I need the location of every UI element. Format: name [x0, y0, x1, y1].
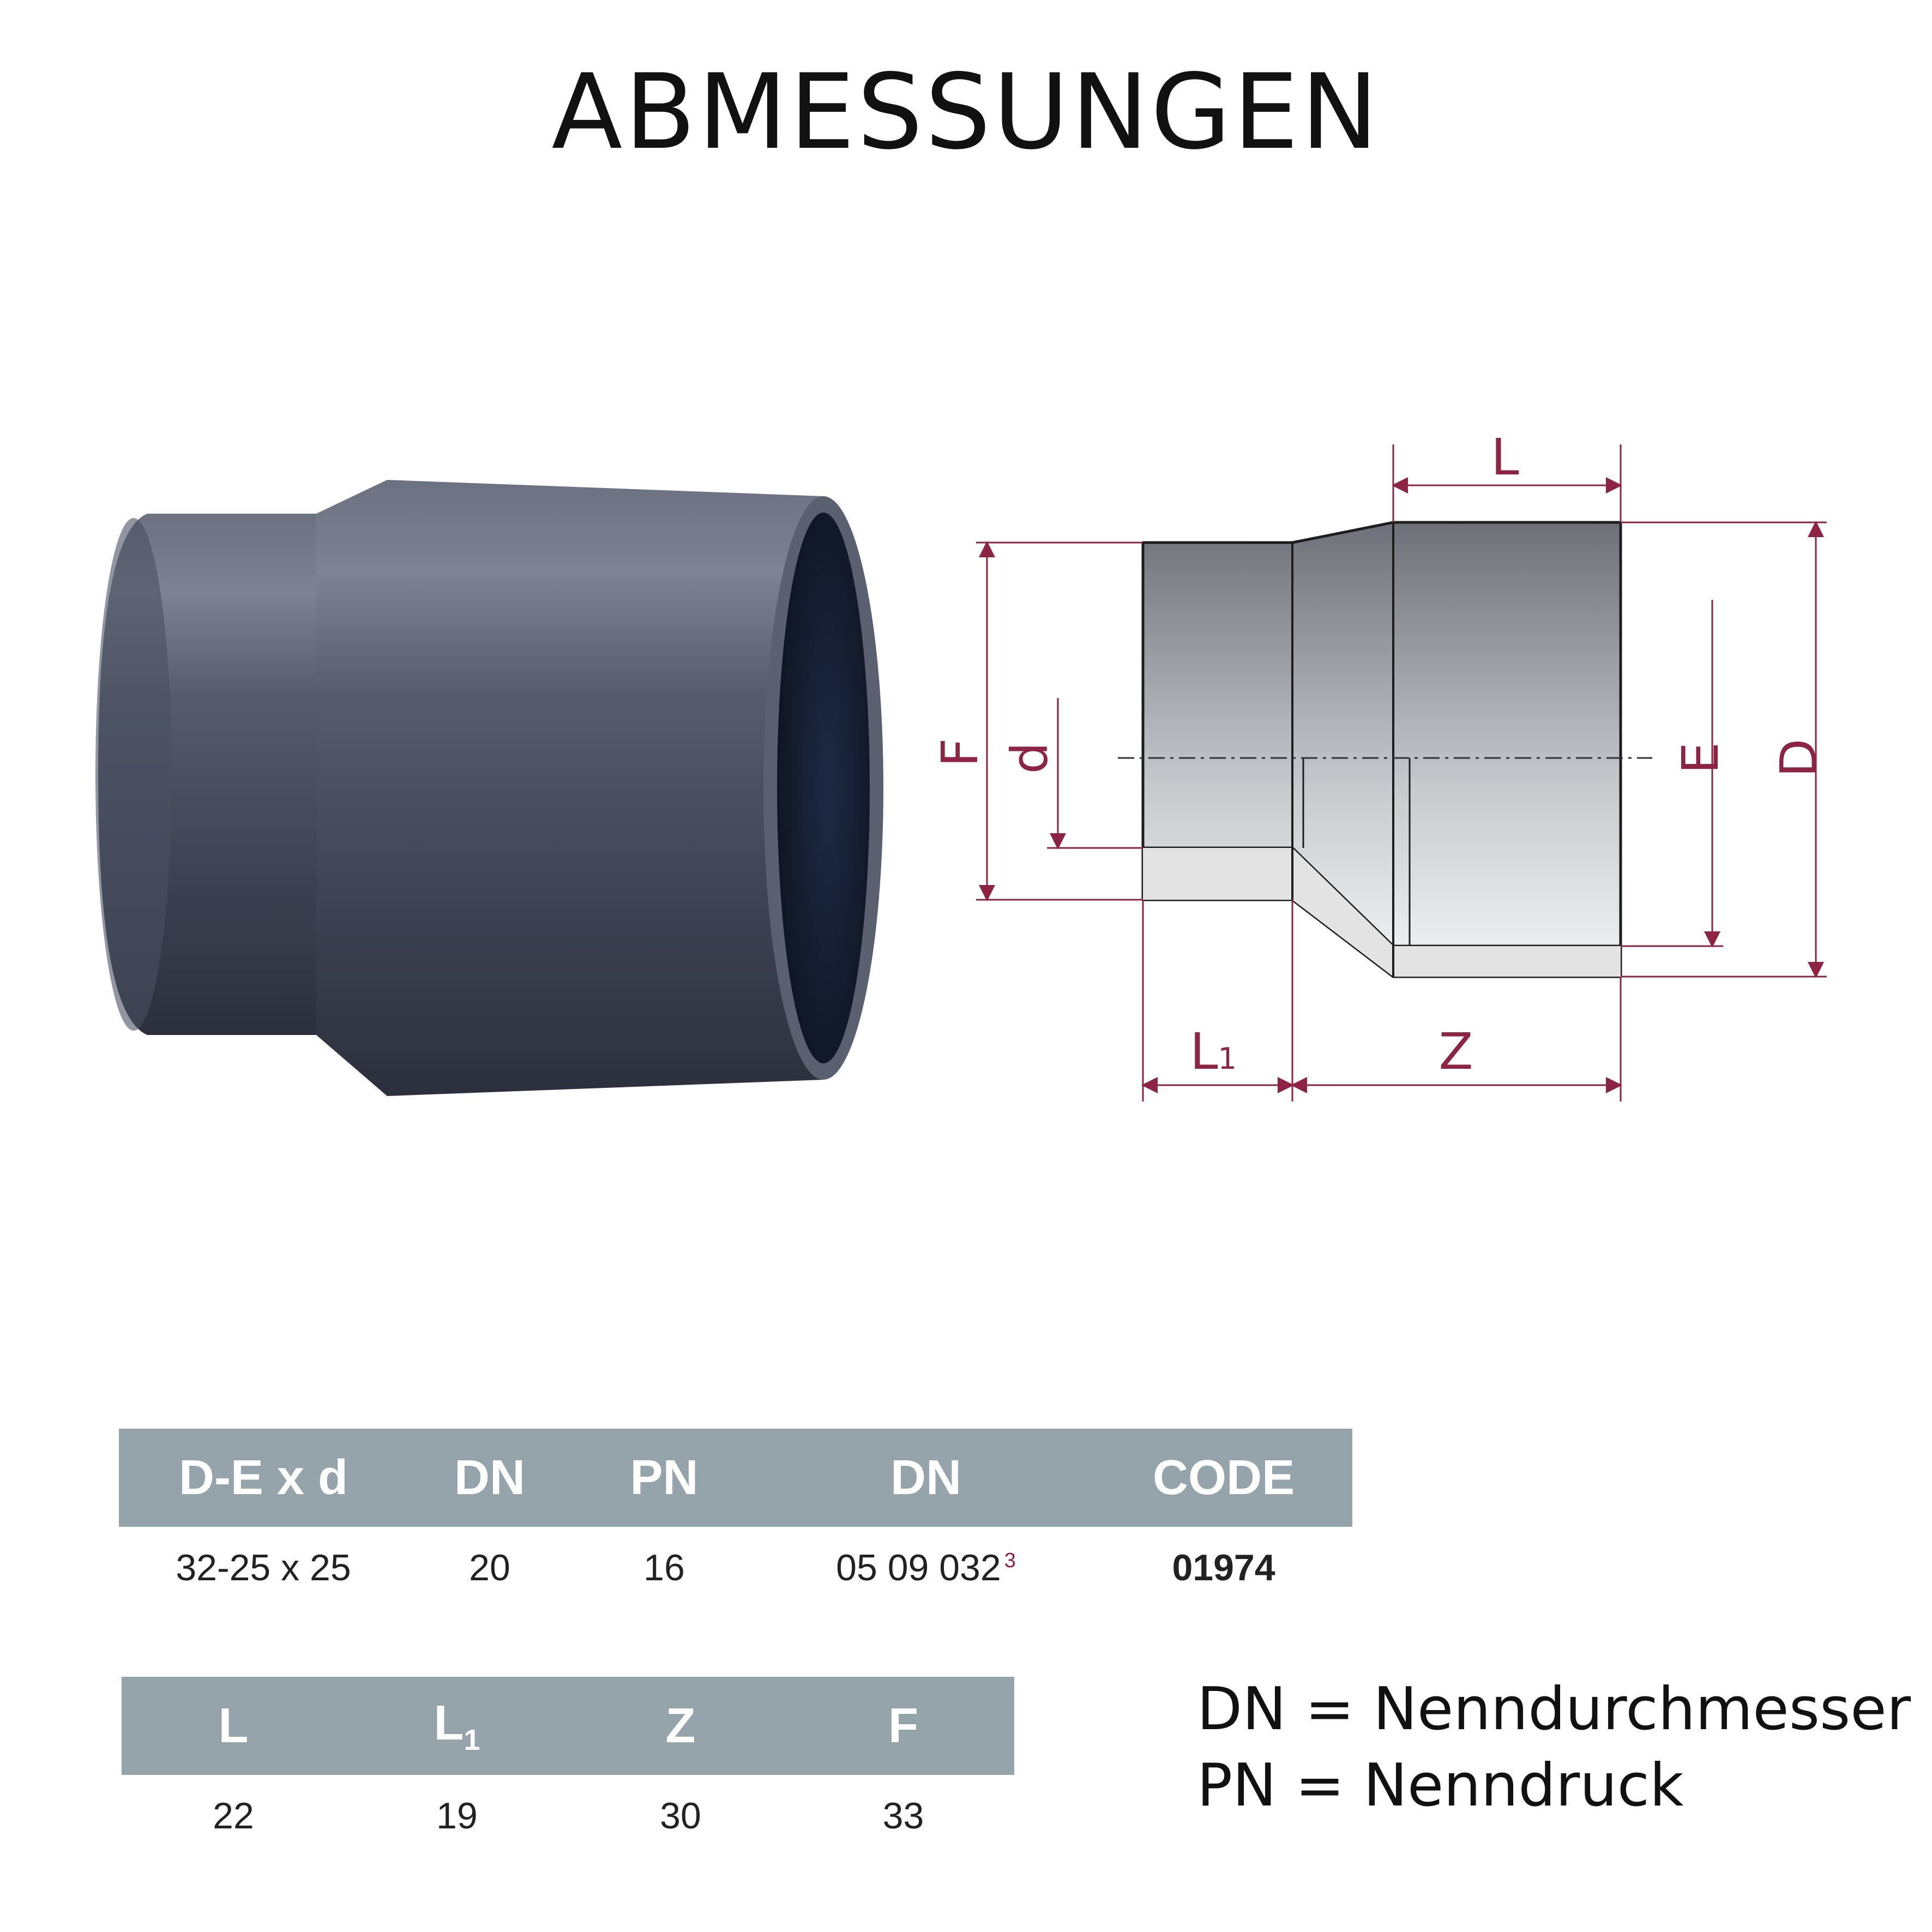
header-Z: Z	[569, 1677, 792, 1775]
dimensions-table: L L1 Z F 22 19 30 33	[122, 1677, 1014, 1857]
product-photo	[95, 480, 883, 1096]
header-L: L	[122, 1677, 345, 1775]
label-L1: L1	[1190, 1022, 1237, 1081]
dimension-lines	[976, 444, 1827, 1102]
large-end-body	[387, 480, 823, 1096]
label-D: D	[1770, 739, 1828, 778]
label-F: F	[931, 738, 989, 767]
abbreviation-legend: DN = Nenndurchmesser PN = Nenndruck	[1197, 1671, 1911, 1824]
spec-table: D-E x d DN PN DN CODE 32-25 x 25 20 16 0…	[119, 1429, 1352, 1609]
dimension-labels: L L1 Z F d E D	[931, 428, 1828, 1081]
spec-table-header: D-E x d DN PN DN CODE	[119, 1429, 1352, 1527]
legend-dn: DN = Nenndurchmesser	[1197, 1675, 1911, 1743]
label-d: d	[1001, 742, 1059, 774]
label-L: L	[1491, 428, 1519, 486]
legend-pn: PN = Nenndruck	[1197, 1752, 1684, 1820]
label-E: E	[1671, 742, 1730, 774]
cell-L: 22	[213, 1795, 254, 1837]
header-code: CODE	[1095, 1429, 1352, 1527]
header-size: D-E x d	[119, 1429, 408, 1527]
cell-size: 32-25 x 25	[176, 1547, 351, 1588]
cell-F: 33	[882, 1795, 924, 1837]
small-end-body	[95, 514, 316, 1035]
page-title: ABMESSUNGEN	[551, 52, 1381, 172]
cell-L1: 19	[436, 1795, 478, 1837]
socket-opening	[763, 496, 883, 1080]
technical-drawing: L L1 Z F d E D	[931, 428, 1828, 1102]
cell-pn: 16	[643, 1547, 685, 1588]
dimensions-table-header: L L1 Z F	[122, 1677, 1014, 1775]
header-F: F	[792, 1677, 1014, 1775]
article-footnote: 3	[1004, 1549, 1016, 1573]
header-pn: PN	[571, 1429, 757, 1527]
cell-code: 01974	[1172, 1547, 1275, 1588]
header-article-dn: DN	[757, 1429, 1095, 1527]
cell-Z: 30	[660, 1795, 701, 1837]
fitting-outline	[1141, 521, 1622, 978]
header-L1: L1	[345, 1677, 569, 1775]
cell-dn: 20	[469, 1547, 510, 1588]
label-Z: Z	[1439, 1022, 1473, 1081]
table-row: 22 19 30 33	[122, 1775, 1014, 1857]
cone-section	[316, 480, 387, 1096]
header-dn: DN	[408, 1429, 571, 1527]
